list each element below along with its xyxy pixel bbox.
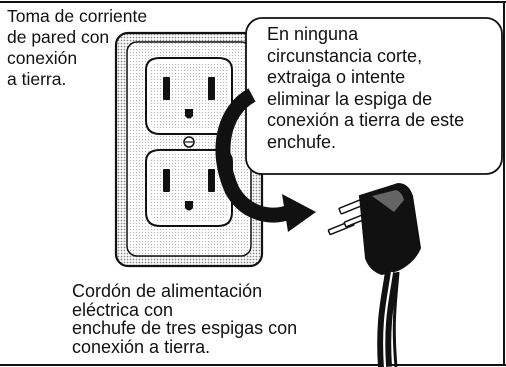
curved-arrow-icon [215, 88, 316, 232]
cord-label: Cordón de alimentación eléctrica con enc… [72, 281, 298, 357]
warning-text: En ninguna circunstancia corte, extraiga… [267, 24, 465, 152]
receptacle-lower [145, 149, 233, 227]
receptacle-upper [145, 57, 233, 135]
wall-outlet-label: Toma de corriente de pared con conexión … [7, 6, 148, 89]
three-prong-plug-icon [327, 182, 422, 367]
